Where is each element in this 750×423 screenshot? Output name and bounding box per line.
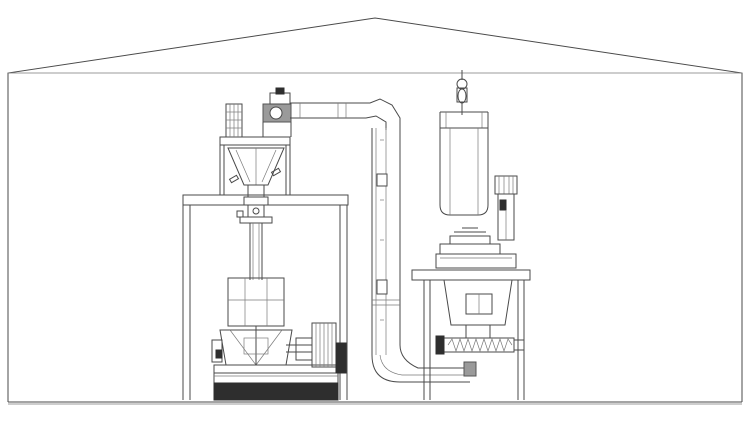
mixer-machine: [211, 277, 339, 401]
feed-hopper: [219, 87, 292, 195]
mixer-platform: [182, 194, 349, 400]
bag-support-frame: [494, 175, 518, 241]
bulk-bag: [439, 127, 489, 216]
building-outline: [7, 17, 743, 405]
gear-motor: [295, 322, 347, 374]
vertical-screw-shaft: [236, 184, 273, 280]
bulk-bag-hoist: [439, 70, 489, 130]
bucket-elevator: [290, 98, 477, 383]
screw-conveyor: [435, 325, 525, 355]
